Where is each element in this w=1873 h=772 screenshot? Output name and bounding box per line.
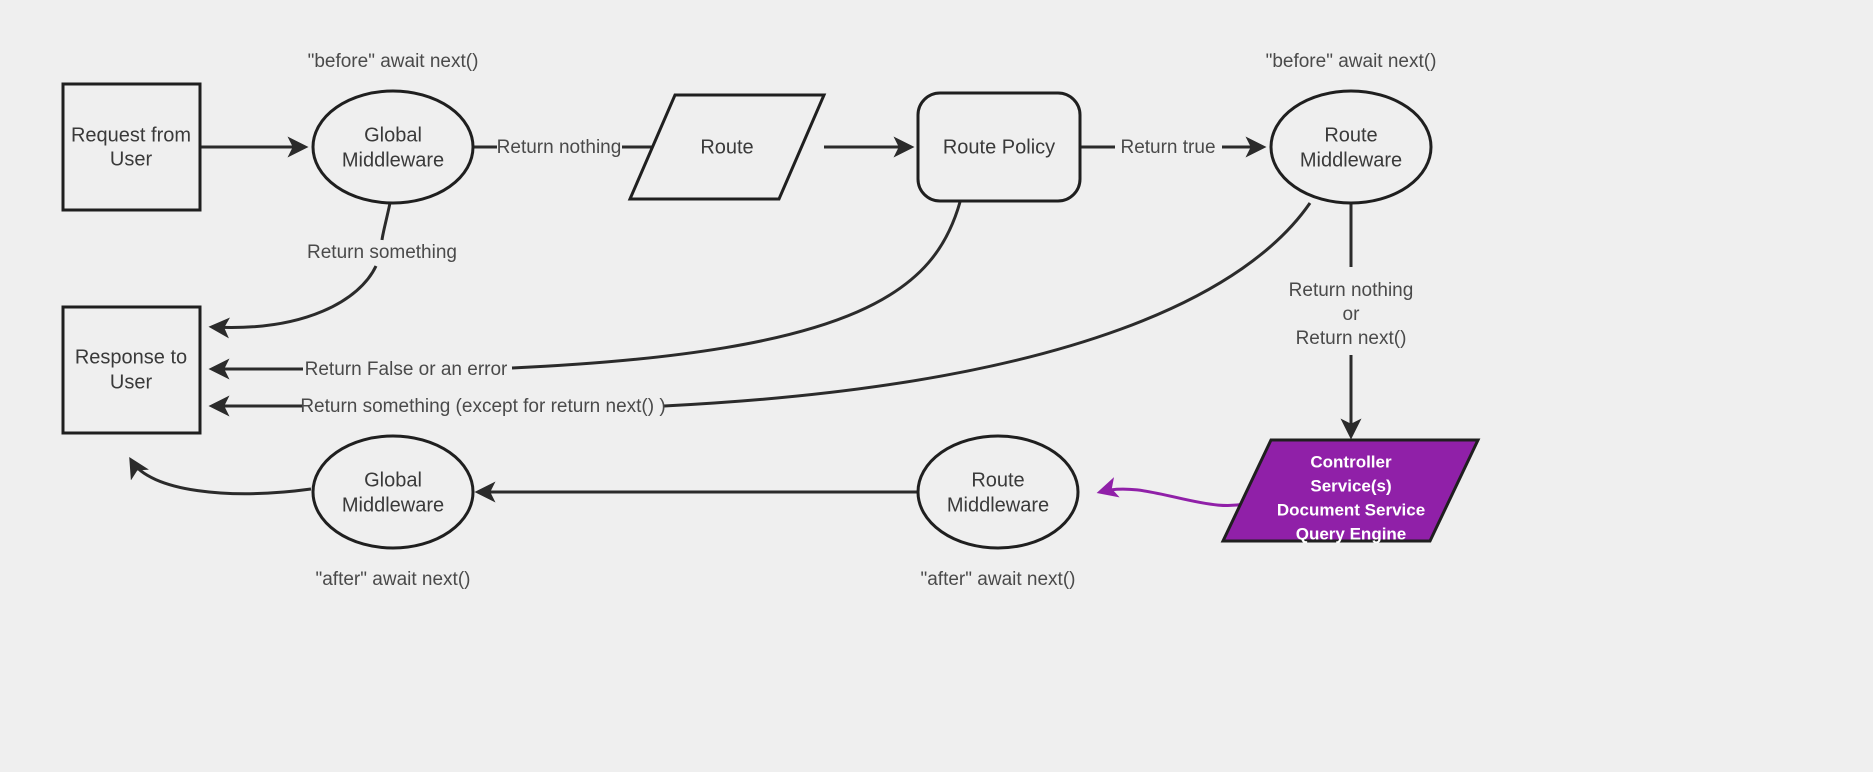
node-request-from-user[interactable]: Request from User	[61, 82, 202, 212]
response-to-user-label-line1: Response to	[75, 346, 187, 368]
caption-before-await-next-route: "before" await next()	[1266, 51, 1437, 72]
node-route-policy[interactable]: Route Policy	[916, 91, 1082, 203]
route-middleware-after-label-line1: Route	[971, 469, 1024, 491]
node-response-to-user[interactable]: Response to User	[61, 305, 202, 435]
edge-controller-to-route-middleware-after	[1096, 477, 1259, 507]
node-global-middleware-after[interactable]: Global Middleware	[311, 434, 475, 550]
response-to-user-shape	[61, 305, 202, 435]
node-route-middleware-after[interactable]: Route Middleware	[916, 434, 1080, 550]
caption-after-await-next-route: "after" await next()	[921, 569, 1076, 590]
route-label: Route	[700, 136, 753, 158]
global-middleware-after-label-line1: Global	[364, 469, 422, 491]
controller-services-label-line3: Document Service	[1277, 500, 1425, 519]
controller-services-label-line4: Query Engine	[1296, 524, 1407, 543]
global-middleware-after-label-line2: Middleware	[342, 494, 444, 516]
route-middleware-before-label-line1: Route	[1324, 124, 1377, 146]
global-middleware-before-label-line2: Middleware	[342, 149, 444, 171]
edge-route-middleware-to-response-curve	[663, 202, 1312, 408]
edge-label-return-true: Return true	[1120, 137, 1215, 158]
edge-label-return-something-except: Return something (except for return next…	[300, 396, 665, 417]
edge-label-return-false-or-error: Return False or an error	[305, 359, 508, 380]
edge-global-middleware-return-something-upper	[380, 202, 392, 241]
node-route[interactable]: Route	[627, 93, 827, 201]
global-middleware-before-label-line1: Global	[364, 124, 422, 146]
route-middleware-before-label-line2: Middleware	[1300, 149, 1402, 171]
edge-label-return-nothing-or-next-line3: Return next()	[1296, 328, 1407, 349]
request-from-user-shape	[61, 82, 202, 212]
edge-label-return-nothing-or-next-line2: or	[1343, 304, 1361, 325]
node-route-middleware-before[interactable]: Route Middleware	[1269, 89, 1433, 205]
node-controller-services[interactable]: Controller Service(s) Document Service Q…	[1220, 438, 1481, 543]
route-policy-shape	[916, 91, 1082, 203]
controller-services-label-line1: Controller	[1310, 452, 1392, 471]
controller-services-shape	[1220, 438, 1481, 543]
edge-global-middleware-after-to-response	[129, 456, 312, 496]
route-middleware-before-shape	[1269, 89, 1433, 205]
caption-before-await-next-global: "before" await next()	[308, 51, 479, 72]
route-middleware-after-label-line2: Middleware	[947, 494, 1049, 516]
global-middleware-after-shape	[311, 434, 475, 550]
caption-after-await-next-global: "after" await next()	[316, 569, 471, 590]
node-global-middleware-before[interactable]: Global Middleware	[311, 89, 475, 205]
edge-label-return-something: Return something	[307, 242, 457, 263]
route-policy-label: Route Policy	[943, 136, 1055, 158]
global-middleware-before-shape	[311, 89, 475, 205]
controller-services-label-line2: Service(s)	[1310, 476, 1391, 495]
request-from-user-label-line1: Request from	[71, 124, 191, 146]
response-to-user-label-line2: User	[110, 371, 153, 393]
route-middleware-after-shape	[916, 434, 1080, 550]
request-from-user-label-line2: User	[110, 148, 153, 170]
edge-label-return-nothing-or-next-line1: Return nothing	[1289, 280, 1414, 301]
edge-global-middleware-return-something-lower	[208, 265, 378, 339]
route-shape	[627, 93, 827, 201]
edge-label-return-nothing: Return nothing	[497, 137, 622, 158]
edge-route-policy-to-response-curve	[511, 201, 962, 370]
